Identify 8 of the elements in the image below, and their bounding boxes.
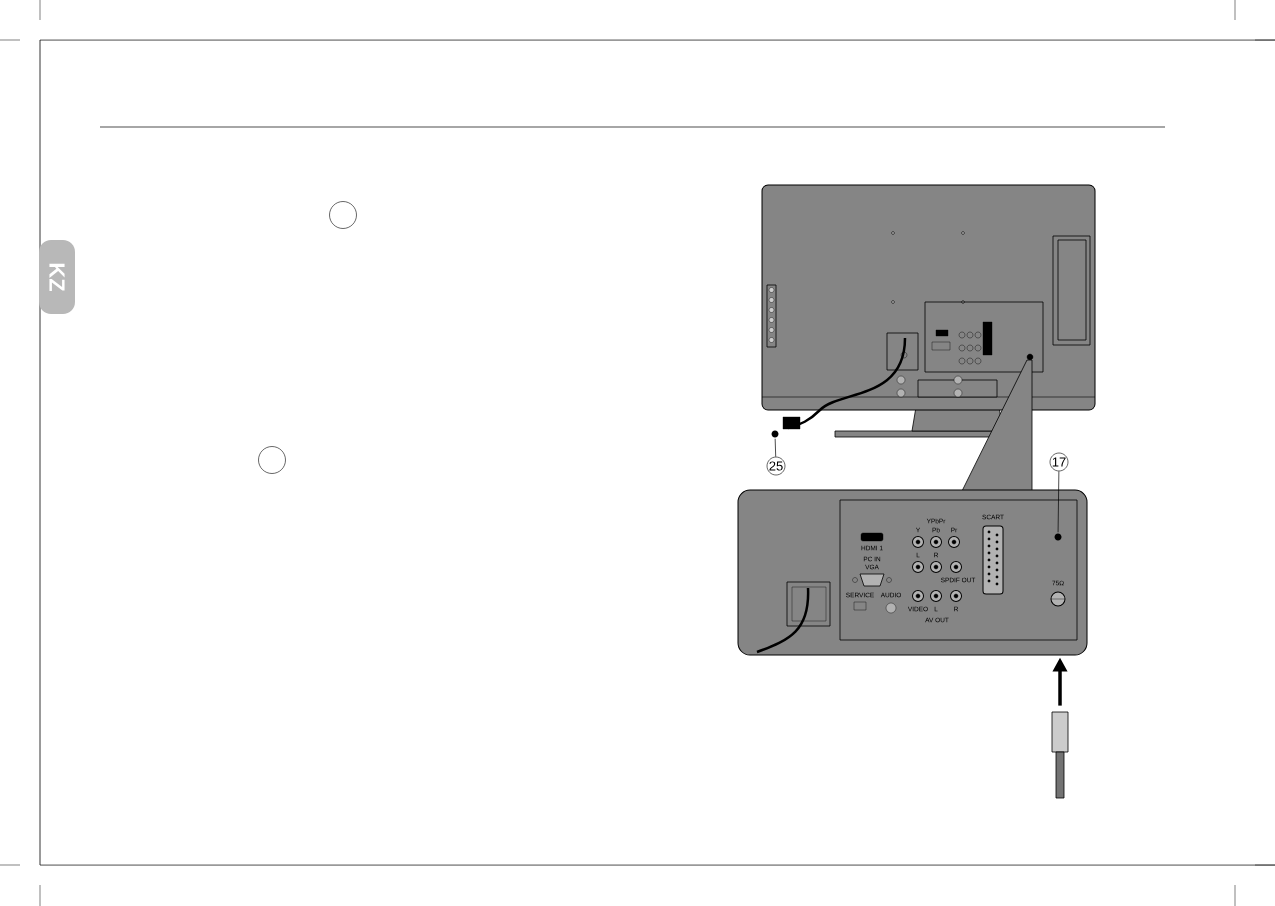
callout-circle bbox=[258, 446, 286, 474]
callout-circle bbox=[329, 201, 357, 229]
coax-plug bbox=[1051, 711, 1069, 753]
leader-line bbox=[774, 438, 777, 458]
callout-number: 25 bbox=[766, 456, 786, 476]
language-tab: KZ bbox=[39, 240, 75, 314]
leader-line bbox=[1057, 470, 1060, 533]
callout-number: 17 bbox=[1049, 452, 1069, 472]
